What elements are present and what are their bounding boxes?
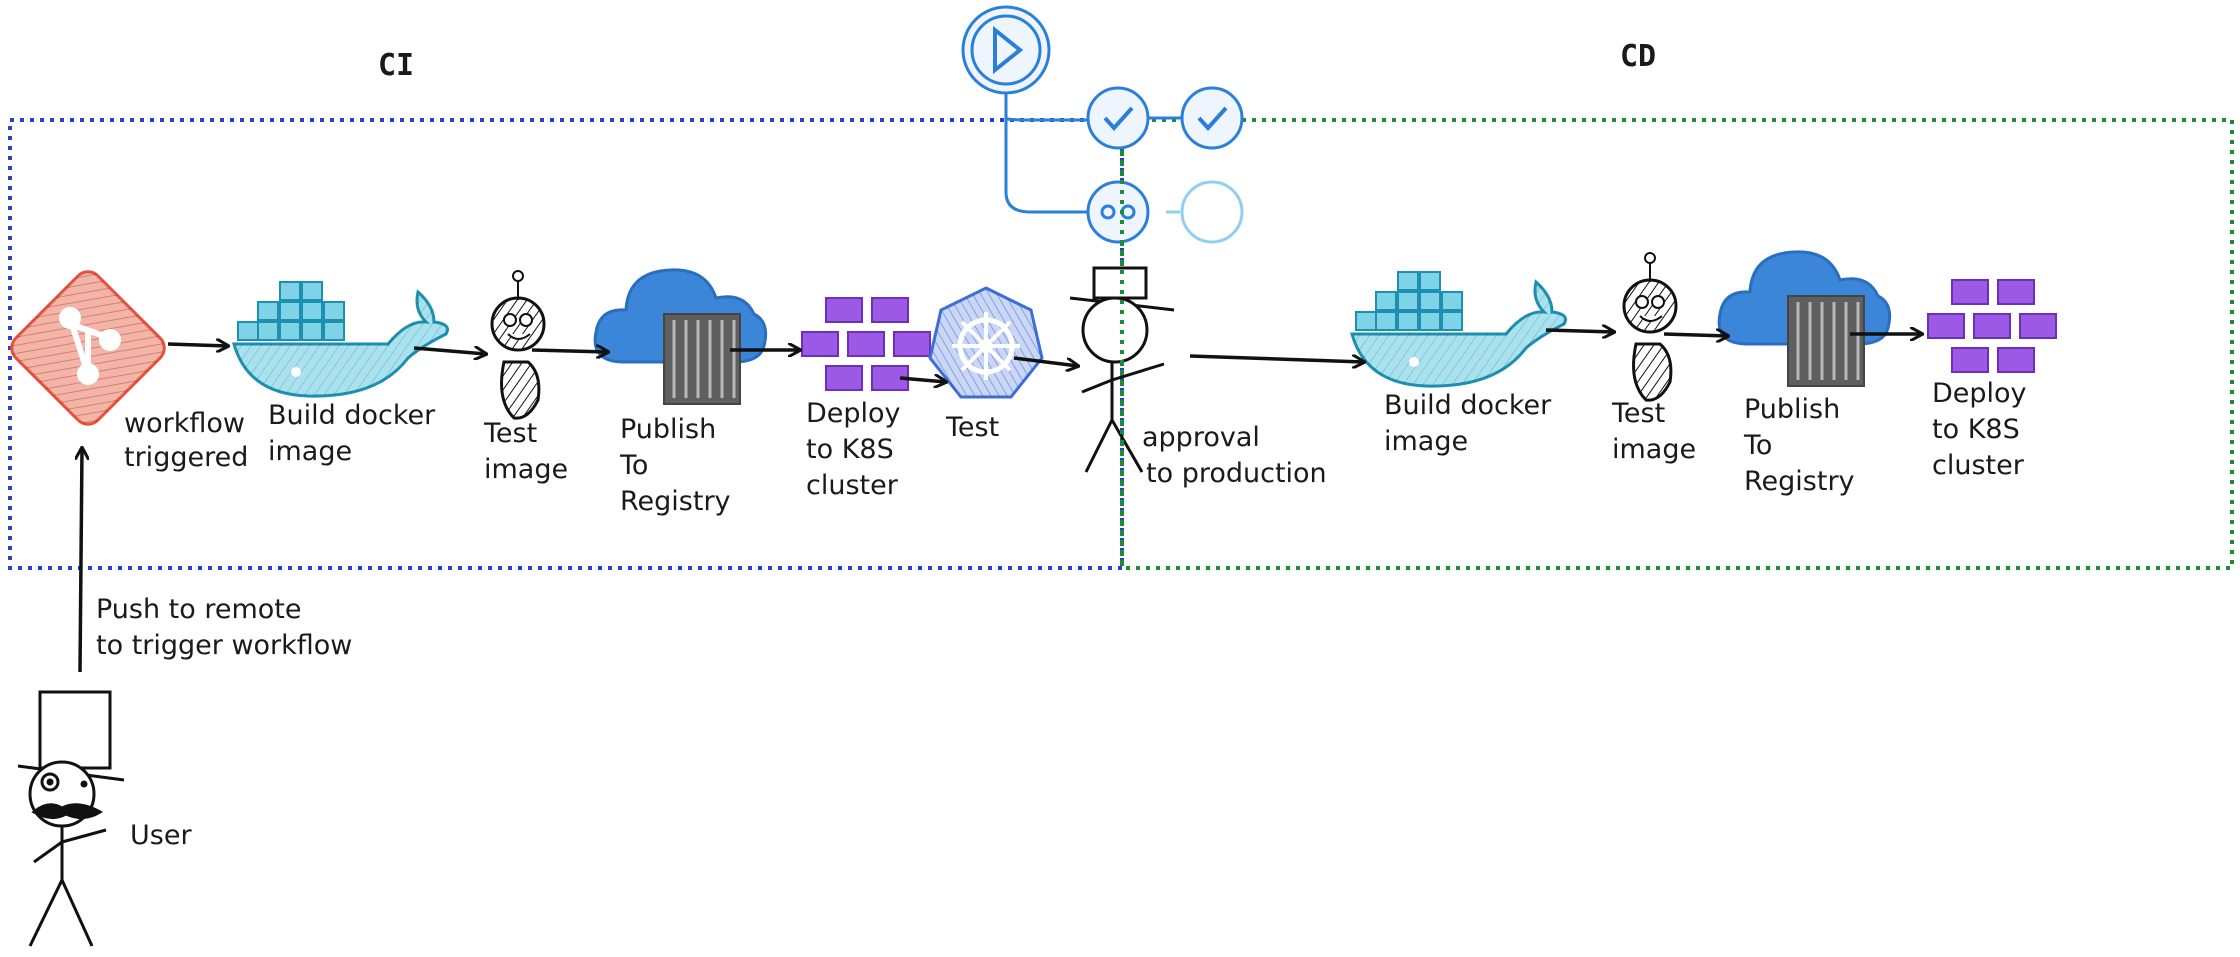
stick-figure-user-icon — [17, 690, 125, 947]
label-user: User — [130, 820, 192, 851]
kubernetes-helm-icon — [928, 286, 1044, 399]
cloud-registry-icon-ci — [593, 268, 768, 405]
git-icon — [10, 270, 166, 426]
docker-whale-icon-cd — [1350, 271, 1567, 388]
flow-arrows — [80, 330, 1922, 673]
k8s-cubes-icon-ci — [801, 297, 931, 391]
workflow-graph-icon — [961, 5, 1244, 244]
k8s-cubes-icon-cd — [1927, 279, 2057, 373]
cd-title: CD — [1620, 39, 1656, 74]
label-test-k8s: Test — [945, 412, 999, 443]
docker-whale-icon-ci — [232, 281, 449, 398]
cloud-registry-icon-cd — [1717, 250, 1892, 387]
cd-section-box — [1120, 118, 2234, 570]
ci-title: CI — [378, 48, 414, 83]
robot-tester-icon-cd — [1622, 252, 1678, 402]
robot-tester-icon-ci — [490, 270, 546, 420]
